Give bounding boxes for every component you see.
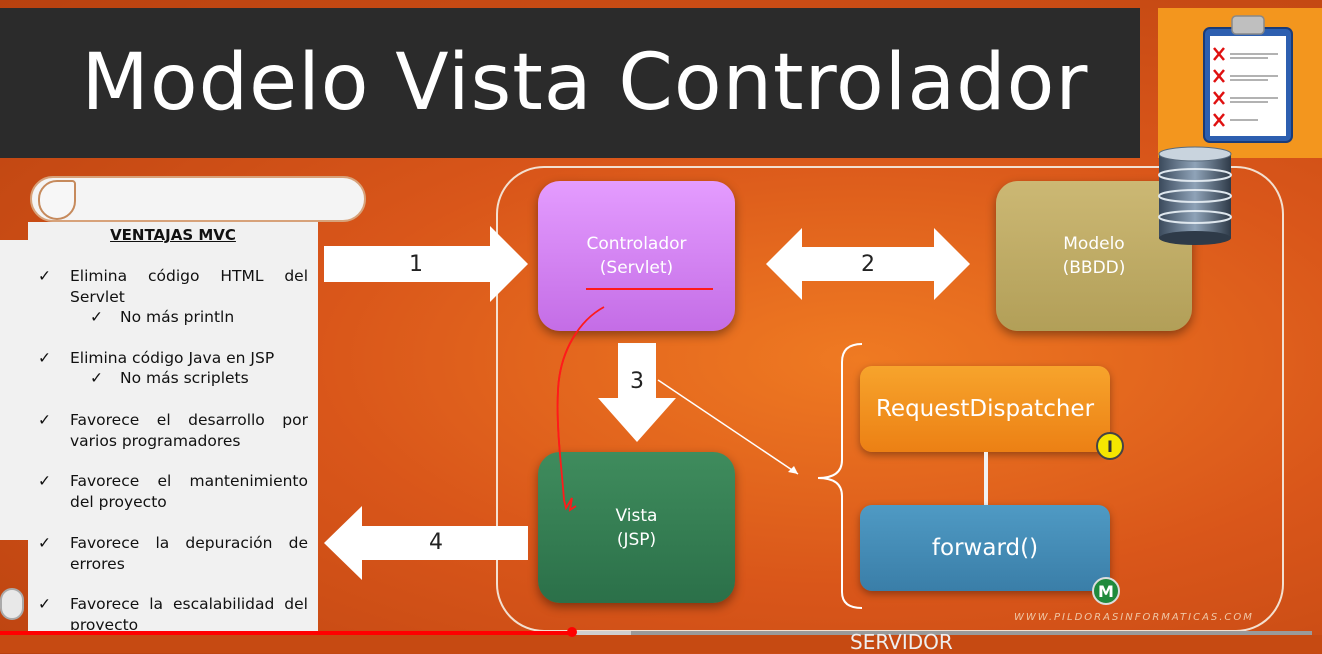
interface-badge: I <box>1096 432 1124 460</box>
scroll-curl <box>38 180 76 220</box>
player-controls-strip <box>0 635 1322 653</box>
red-annotation <box>556 306 605 512</box>
checkmark-icon: ✓ <box>38 267 51 285</box>
request-dispatcher-box: RequestDispatcher <box>860 366 1110 452</box>
list-item-text: Favorece la escalabilidad del proyecto <box>70 595 308 630</box>
controlador-label: Controlador <box>586 234 687 254</box>
brace <box>817 343 863 609</box>
controlador-box: Controlador (Servlet) <box>538 181 735 331</box>
servidor-label: SERVIDOR <box>850 630 953 654</box>
forward-box: forward() <box>860 505 1110 591</box>
video-progress-track[interactable] <box>0 631 1312 635</box>
scroll-panel <box>28 222 318 642</box>
scroll-top <box>30 176 366 222</box>
video-progress-handle[interactable] <box>567 627 577 637</box>
clipboard-icon <box>1198 12 1298 146</box>
checkmark-icon: ✓ <box>38 534 51 552</box>
arrow-3 <box>598 343 676 442</box>
title-bar <box>0 8 1140 158</box>
controlador-sublabel: (Servlet) <box>599 258 674 278</box>
list-item: ✓ Favorece la depuración de errores <box>38 533 308 574</box>
connector-line <box>984 452 988 505</box>
modelo-sublabel: (BBDD) <box>1062 258 1126 278</box>
list-item-text: Favorece la depuración de errores <box>70 534 308 573</box>
list-item: ✓ Favorece el mantenimiento del proyecto <box>38 471 308 512</box>
sub-item: ✓ No más scriplets <box>90 369 249 387</box>
checkmark-icon: ✓ <box>38 595 51 613</box>
ventajas-heading: VENTAJAS MVC <box>110 226 236 244</box>
database-icon <box>1156 146 1234 246</box>
dispatch-line <box>657 379 799 475</box>
scroll-bottom-curl <box>0 588 24 620</box>
sub-item-text: No más scriplets <box>120 369 249 387</box>
method-badge: M <box>1092 577 1120 605</box>
checkmark-icon: ✓ <box>38 349 51 367</box>
dispatch-arrowhead <box>788 466 798 474</box>
arrow-4 <box>324 506 528 580</box>
list-item-text: Elimina código Java en JSP <box>70 349 275 367</box>
arrow-1-label: 1 <box>409 252 423 277</box>
list-item: ✓ Favorece la escalabilidad del proyecto <box>38 594 308 630</box>
watermark: WWW.PILDORASINFORMATICAS.COM <box>1014 612 1254 623</box>
list-item: ✓ Elimina código Java en JSP <box>38 348 308 369</box>
list-item-text: Favorece el desarrollo por varios progra… <box>70 411 308 450</box>
sub-item: ✓ No más println <box>90 308 234 326</box>
arrow-2 <box>766 228 970 300</box>
arrow-2-label: 2 <box>861 252 875 277</box>
sub-item-text: No más println <box>120 308 235 326</box>
checkmark-icon: ✓ <box>38 411 51 429</box>
arrow-3-label: 3 <box>630 369 644 394</box>
video-progress-buffer <box>571 631 631 635</box>
vista-box: Vista (JSP) <box>538 452 735 603</box>
slide-title: Modelo Vista Controlador <box>81 38 1089 128</box>
checkmark-icon: ✓ <box>38 472 51 490</box>
list-item-text: Favorece el mantenimiento del proyecto <box>70 472 308 511</box>
modelo-label: Modelo <box>1063 234 1125 254</box>
vista-sublabel: (JSP) <box>616 529 657 550</box>
list-item: ✓ Elimina código HTML del Servlet <box>38 266 308 307</box>
vista-label: Vista <box>615 505 658 526</box>
checkmark-icon: ✓ <box>90 369 103 387</box>
checkmark-icon: ✓ <box>90 308 103 326</box>
list-item-text: Elimina código HTML del Servlet <box>70 267 308 306</box>
list-item: ✓ Favorece el desarrollo por varios prog… <box>38 410 308 451</box>
controlador-underline <box>586 288 713 290</box>
arrow-4-label: 4 <box>429 530 443 555</box>
video-progress-fill <box>0 631 571 635</box>
arrow-1 <box>324 226 528 302</box>
